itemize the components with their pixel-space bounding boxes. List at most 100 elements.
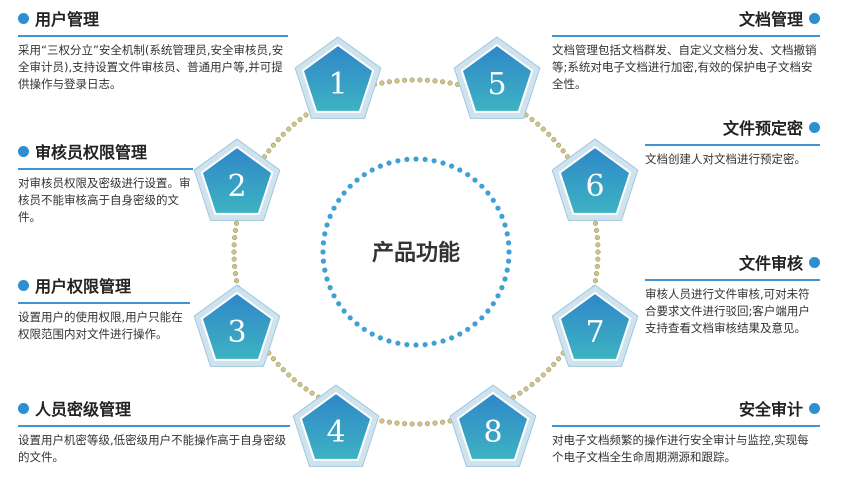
feature-1-description: 采用“三权分立”安全机制(系统管理员,安全审核员,安全审计员),支持设置文件审核… [18, 43, 284, 91]
chain-dot [424, 421, 430, 427]
ring-dot [472, 321, 478, 327]
ring-dot [377, 335, 383, 341]
pentagon-inner [299, 391, 373, 461]
ring-dot [485, 308, 491, 314]
chain-dot [529, 381, 535, 388]
ring-dot [361, 172, 367, 178]
chain-dot [417, 421, 423, 427]
feature-6-description: 文档创建人对文档进行预定密。 [645, 152, 806, 166]
ring-dot [354, 177, 360, 183]
feature-node-7: 7 [551, 284, 639, 367]
feature-node-number: 3 [227, 315, 246, 350]
ring-dot [386, 160, 392, 166]
chain-dot [297, 381, 303, 388]
chain-dot [551, 137, 557, 143]
ring-dot [377, 163, 383, 169]
ring-dot [506, 240, 512, 246]
ring-dot [320, 258, 326, 264]
chain-dot [424, 77, 430, 83]
feature-node-number: 6 [585, 169, 604, 204]
ring-dot [361, 326, 367, 332]
ring-dot [327, 285, 333, 291]
pentagon-inner [301, 43, 375, 113]
ring-dot [341, 308, 347, 314]
ring-dot [422, 156, 428, 162]
ring-dot [431, 340, 437, 346]
ring-dot [457, 331, 463, 337]
bullet-icon [809, 13, 820, 24]
divider [645, 144, 820, 146]
chain-dot [535, 121, 541, 127]
chain-dot [523, 386, 529, 392]
ring-dot [504, 267, 510, 273]
chain-dot [594, 271, 600, 277]
feature-7-description: 审核人员进行文件审核,可对未符合要求文件进行驳回;客户端用户支持查看文档审核结果… [645, 287, 810, 335]
ring-dot [324, 276, 330, 282]
divider [645, 279, 820, 281]
ring-dot [369, 331, 375, 337]
ring-dot [354, 321, 360, 327]
ring-dot [341, 190, 347, 196]
feature-2-description: 对审核员权限及密级进行设置。审核员不能审核高于自身密级的文件。 [18, 176, 191, 224]
feature-node-3: 3 [193, 284, 281, 367]
ring-dot [369, 167, 375, 173]
ring-dot [331, 205, 337, 211]
chain-dot [231, 249, 237, 255]
feature-1-block: 用户管理 采用“三权分立”安全机制(系统管理员,安全审核员,安全审计员),支持设… [18, 10, 288, 93]
bullet-icon [809, 257, 820, 268]
divider [18, 168, 193, 170]
ring-dot [327, 213, 333, 219]
ring-dot [502, 276, 508, 282]
chain-dot [303, 112, 309, 118]
divider [552, 35, 820, 37]
chain-dot [291, 121, 297, 127]
center-ring [320, 156, 512, 348]
chain-dot [232, 227, 238, 233]
feature-2-block: 审核员权限管理 对审核员权限及密级进行设置。审核员不能审核高于自身密级的文件。 [18, 143, 193, 226]
feature-5-description: 文档管理包括文档群发、自定义文档分发、文档撤销等;系统对电子文档进行加密,有效的… [552, 43, 817, 91]
feature-6-block: 文件预定密 文档创建人对文档进行预定密。 [645, 119, 820, 168]
ring-dot [404, 156, 410, 162]
feature-node-number: 1 [328, 67, 347, 102]
feature-7-title: 文件审核 [738, 254, 803, 273]
ring-dot [490, 301, 496, 307]
divider [18, 425, 290, 427]
divider [552, 425, 820, 427]
chain-dot [592, 220, 599, 226]
chain-dot [309, 390, 315, 396]
pentagon-inner [558, 145, 632, 215]
feature-8-block: 安全审计 对电子文档频繁的操作进行安全审计与监控,实现每个电子文档全生命周期溯源… [552, 400, 820, 466]
ring-dot [322, 267, 328, 273]
chain-dot [409, 421, 415, 427]
ring-dot [386, 338, 392, 344]
ring-dot [347, 315, 353, 321]
feature-node-number: 5 [487, 67, 506, 102]
feature-3-description: 设置用户的使用权限,用户只能在权限范围内对文件进行操作。 [18, 310, 183, 341]
chain-dot [594, 227, 600, 233]
pentagon-inner [558, 291, 632, 361]
chain-dot [595, 249, 601, 255]
chain-dot [529, 116, 535, 123]
feature-node-number: 2 [227, 169, 246, 204]
chain-dot [379, 80, 385, 86]
chain-dot [560, 148, 566, 154]
chain-dot [280, 367, 286, 373]
chain-dot [232, 235, 238, 241]
ring-dot [499, 285, 505, 291]
feature-node-6: 6 [551, 138, 639, 221]
feature-node-number: 8 [483, 415, 502, 450]
ring-dot [422, 342, 428, 348]
bullet-icon [809, 122, 820, 133]
ring-dot [457, 167, 463, 173]
ring-dot [449, 163, 455, 169]
feature-node-number: 7 [585, 315, 604, 350]
ring-dot [431, 158, 437, 164]
ring-dot [395, 340, 401, 346]
chain-dot [232, 271, 238, 277]
chain-dot [417, 77, 423, 83]
center-label: 产品功能 [372, 240, 460, 266]
chain-dot [297, 116, 303, 123]
chain-dot [546, 367, 552, 373]
feature-2-title: 审核员权限管理 [35, 143, 148, 162]
